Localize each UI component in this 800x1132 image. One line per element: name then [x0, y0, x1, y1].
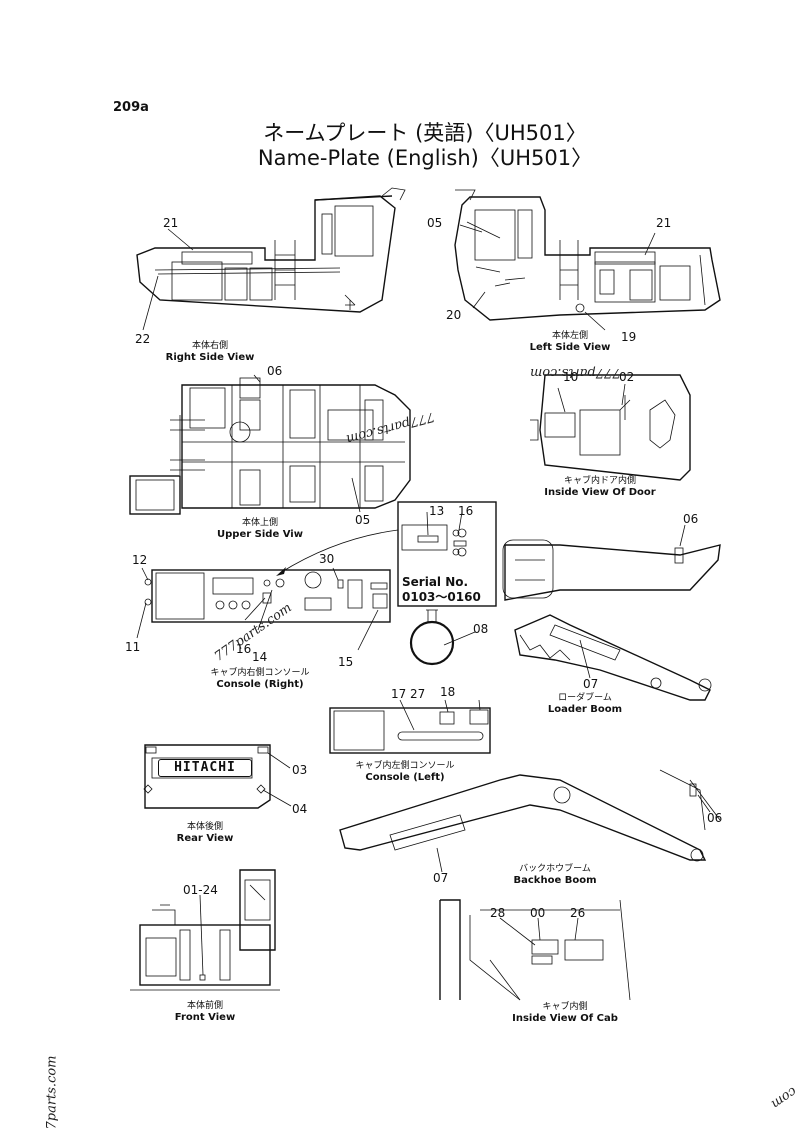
callout-21-right: 21 — [163, 216, 179, 230]
callout-13: 13 — [429, 504, 445, 518]
callout-22: 22 — [135, 332, 151, 346]
callout-00: 00 — [530, 906, 546, 920]
callout-07-backhoe: 07 — [433, 871, 449, 885]
inside-door-drawing — [530, 374, 691, 481]
serial-label: Serial No. — [402, 575, 469, 589]
callout-12: 12 — [132, 553, 148, 567]
console-right-drawing — [136, 567, 391, 651]
callout-26: 26 — [570, 906, 586, 920]
hitachi-logo: HITACHI — [158, 759, 252, 777]
right-side-view-drawing — [136, 187, 406, 331]
watermark-bottom-left: 7parts.com — [44, 1055, 60, 1130]
callout-01-24: 01-24 — [183, 883, 218, 897]
rear-view-drawing — [143, 744, 292, 809]
ring-08-drawing — [409, 609, 476, 666]
upper-side-view-drawing — [129, 374, 411, 515]
callout-19: 19 — [621, 330, 637, 344]
console-left-drawing — [329, 699, 491, 754]
callout-18: 18 — [440, 685, 456, 699]
callout-04: 04 — [292, 802, 308, 816]
backhoe-boom-drawing — [339, 769, 721, 873]
callout-20: 20 — [446, 308, 462, 322]
callout-06-upper: 06 — [267, 364, 283, 378]
callout-05-left: 05 — [427, 216, 443, 230]
callout-10: 10 — [563, 370, 579, 384]
callout-05-upper: 05 — [355, 513, 371, 527]
callout-21-left: 21 — [656, 216, 672, 230]
callout-16-serial: 16 — [458, 504, 474, 518]
callout-03: 03 — [292, 763, 308, 777]
title-japanese: ネームプレート (英語)〈UH501〉 — [263, 121, 587, 145]
inside-cab-drawing — [439, 899, 631, 1001]
callout-06-backhoe: 06 — [707, 811, 723, 825]
serial-range: 0103～0160 — [402, 590, 481, 604]
callout-28: 28 — [490, 906, 506, 920]
callout-14: 14 — [252, 650, 268, 664]
callout-17: 17 — [391, 687, 407, 701]
watermark-top-right: 777parts.com — [530, 365, 621, 380]
callout-15: 15 — [338, 655, 354, 669]
upper-boom-drawing — [502, 524, 721, 601]
callout-27: 27 — [410, 687, 426, 701]
left-side-view-drawing — [454, 189, 721, 331]
callout-08: 08 — [473, 622, 489, 636]
callout-02: 02 — [619, 370, 635, 384]
callout-07-loader: 07 — [583, 677, 599, 691]
page-number: 209a — [113, 100, 149, 115]
title-english: Name-Plate (English)〈UH501〉 — [257, 146, 593, 170]
loader-boom-drawing — [514, 614, 712, 701]
front-view-drawing — [130, 869, 280, 991]
serial-box-drawing — [276, 501, 497, 607]
callout-11: 11 — [125, 640, 141, 654]
callout-30: 30 — [319, 552, 335, 566]
callout-16-console: 16 — [236, 642, 252, 656]
callout-06-boom: 06 — [683, 512, 699, 526]
